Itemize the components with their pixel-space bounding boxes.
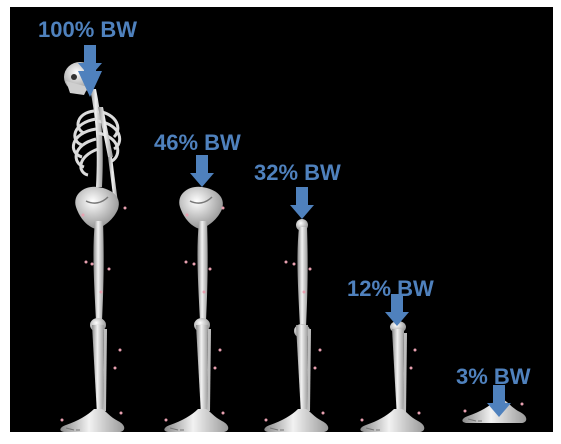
motion-markers [61,207,524,422]
thigh-and-leg [264,219,328,432]
full-skeleton [60,62,124,432]
figure-canvas: 100% BW 46% BW 32% BW 12% BW 3% BW [10,7,553,432]
label-32-bw: 32% BW [254,162,341,184]
pelvis-and-leg [164,187,228,432]
label-100-bw: 100% BW [38,19,137,41]
label-12-bw: 12% BW [347,278,434,300]
label-46-bw: 46% BW [154,132,241,154]
load-arrow-46 [190,155,214,187]
load-arrows [78,45,511,417]
label-3-bw: 3% BW [456,366,531,388]
load-arrow-32 [290,187,314,219]
shank-and-foot [360,321,424,432]
